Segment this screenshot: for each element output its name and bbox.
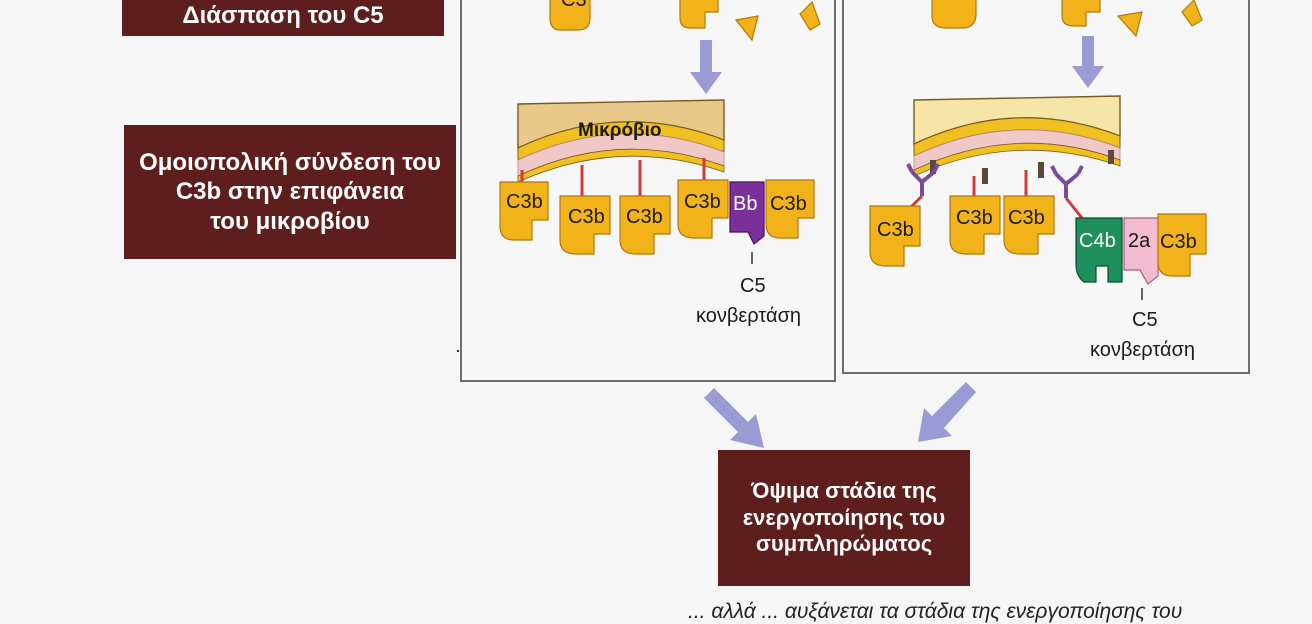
- left-fragment-2: C3b: [559, 195, 611, 255]
- left-fragment-bb-text: Bb: [733, 193, 757, 215]
- left-top-molecules: C3: [549, 0, 821, 42]
- label-late-line-3: συμπληρώματος: [755, 531, 933, 557]
- label-covalent-line-1: Ομοιοπολική σύνδεση του: [139, 149, 441, 177]
- left-microbe-surface: Μικρόβιο: [517, 99, 725, 183]
- left-bonds: [520, 158, 706, 196]
- right-fragment-2: C3b: [949, 195, 1001, 255]
- label-covalent-line-2: C3b στην επιφάνεια: [175, 178, 405, 206]
- left-fragment-4-text: C3b: [684, 191, 721, 213]
- left-fragment-6: C3b: [765, 179, 815, 239]
- left-fragment-6-text: C3b: [770, 193, 807, 215]
- speck: [456, 349, 460, 353]
- left-fragment-1: C3b: [499, 181, 549, 241]
- label-covalent-line-3: του μικροβίου: [210, 207, 370, 235]
- left-fragment-2-text: C3b: [568, 206, 605, 228]
- right-fragment-2-text: C3b: [956, 207, 993, 229]
- label-late-stages: Όψιμα στάδια της ενεργοποίησης του συμπλ…: [718, 450, 970, 586]
- label-covalent-binding: Ομοιοπολική σύνδεση του C3b στην επιφάνε…: [124, 125, 456, 259]
- right-fragment-1: C3b: [869, 205, 921, 267]
- right-antibodies: [906, 163, 1084, 198]
- label-c5-cleavage-text: Διάσπαση του C5: [182, 2, 384, 30]
- label-c5-cleavage: Διάσπαση του C5: [122, 0, 444, 36]
- right-fragment-6: C3b: [1157, 213, 1207, 277]
- left-fragment-3: C3b: [619, 195, 671, 255]
- right-fragment-2a-text: 2a: [1128, 230, 1151, 252]
- left-fragment-3-text: C3b: [626, 206, 663, 228]
- right-converge-arrow: [918, 382, 976, 442]
- right-fragment-c4b: C4b: [1075, 217, 1123, 283]
- right-convertase-name: κονβερτάση: [1090, 339, 1195, 361]
- right-top-molecules: [931, 0, 1203, 38]
- left-fragment-1-text: C3b: [506, 191, 543, 213]
- right-fragment-1-text: C3b: [877, 219, 914, 241]
- left-fragment-4: C3b: [677, 179, 729, 239]
- right-microbe-surface: [913, 95, 1121, 177]
- left-down-arrow: [690, 40, 722, 94]
- right-fragment-3-text: C3b: [1008, 207, 1045, 229]
- right-fragment-c4b-text: C4b: [1079, 230, 1116, 252]
- right-convertase-c5: C5: [1132, 309, 1158, 331]
- right-fragment-6-text: C3b: [1160, 231, 1197, 253]
- microbe-label: Μικρόβιο: [578, 120, 662, 141]
- left-convertase-c5: C5: [740, 275, 766, 297]
- right-fragment-3: C3b: [1003, 195, 1055, 255]
- label-late-line-1: Όψιμα στάδια της: [751, 477, 937, 503]
- label-late-line-2: ενεργοποίησης του: [742, 504, 946, 530]
- bottom-caption-partial: ... αλλά ... αυξάνεται τα στάδια της ενε…: [688, 600, 1183, 623]
- classical-pathway-panel: [842, 0, 1250, 374]
- right-fragment-2a: 2a: [1123, 217, 1159, 285]
- right-surface-stubs: [930, 150, 1114, 184]
- left-convertase-name: κονβερτάση: [696, 305, 801, 327]
- right-down-arrow: [1072, 36, 1104, 88]
- left-converge-arrow: [704, 388, 764, 448]
- left-top-c3-text: C3: [561, 0, 587, 11]
- left-fragment-bb: Bb: [729, 181, 765, 245]
